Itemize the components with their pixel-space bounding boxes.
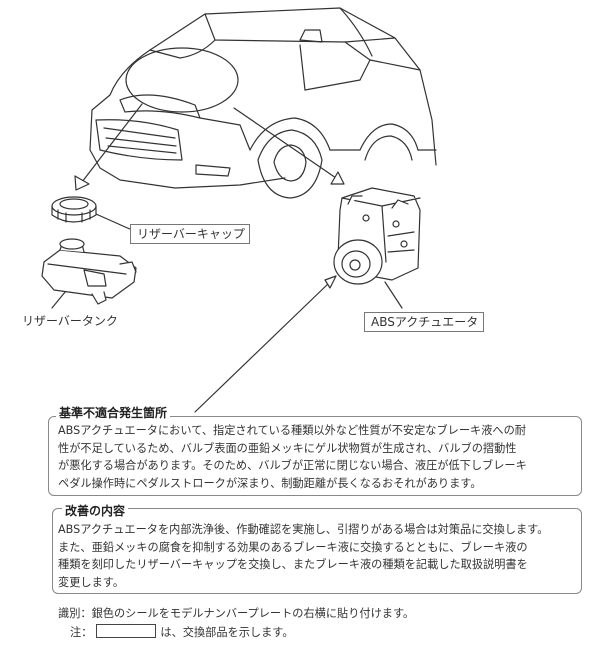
arrow-to-cap (81, 103, 143, 183)
remedy-line: 変更します。 (58, 575, 125, 589)
leader-heading-to-abs (194, 281, 331, 413)
legend-suffix: は、交換部品を示します。 (160, 626, 294, 639)
reservoir-tank-label: リザーバータンク (22, 314, 118, 328)
defect-line: が悪化する場合があります。そのため、バルブが正常に閉じない場合、液圧が低下しブレ… (58, 459, 527, 472)
abs-actuator-label: ABSアクチュエータ (364, 312, 484, 332)
defect-heading: 基準不適合発生箇所 (56, 404, 171, 421)
remedy-body: ABSアクチュエータを内部洗浄後、作動確認を実施し、引摺りがある場合は対策品に交… (58, 521, 578, 591)
abs-actuator-drawing (333, 187, 421, 285)
remedy-line: ABSアクチュエータを内部洗浄後、作動確認を実施し、引摺りがある場合は対策品に交… (58, 523, 549, 536)
hood-highlight-ellipse (125, 47, 239, 113)
leader-abs (384, 281, 403, 309)
reservoir-cap-label: リザーバーキャップ (130, 224, 250, 244)
defect-body: ABSアクチュエータにおいて、指定されている種類以外など性質が不安定なブレーキ液… (58, 422, 578, 492)
reservoir-cap-drawing (51, 196, 97, 223)
reservoir-tank-drawing (41, 238, 137, 305)
defect-section (48, 416, 582, 496)
defect-line: 性が不足しているため、バルブ表面の亜鉛メッキにゲル状物質が生成され、バルブの摺動… (58, 441, 517, 455)
identification-note: 識別：銀色のシールをモデルナンバープレートの右横に貼り付けます。 (58, 607, 415, 620)
minivan-drawing (89, 7, 437, 199)
defect-line: ABSアクチュエータにおいて、指定されている種類以外など性質が不安定なブレーキ液… (58, 424, 526, 437)
legend-note: 注： は、交換部品を示します。 (70, 624, 294, 640)
replacement-part-legend-swatch (96, 624, 157, 638)
remedy-line: 種類を刻印したリザーバーキャップを交換し、またブレーキ液の種類を記載した取扱説明… (58, 558, 528, 571)
arrow-to-abs (233, 107, 337, 179)
remedy-heading: 改善の内容 (62, 502, 129, 519)
remedy-section (52, 508, 582, 594)
defect-line: ペダル操作時にペダルストロークが深まり、制動距離が長くなるおそれがあります。 (58, 476, 482, 490)
legend-prefix: 注： (70, 626, 93, 639)
remedy-line: また、亜鉛メッキの腐食を抑制する効果のあるブレーキ液に交換するとともに、ブレーキ… (58, 540, 528, 554)
leader-cap (95, 213, 133, 231)
